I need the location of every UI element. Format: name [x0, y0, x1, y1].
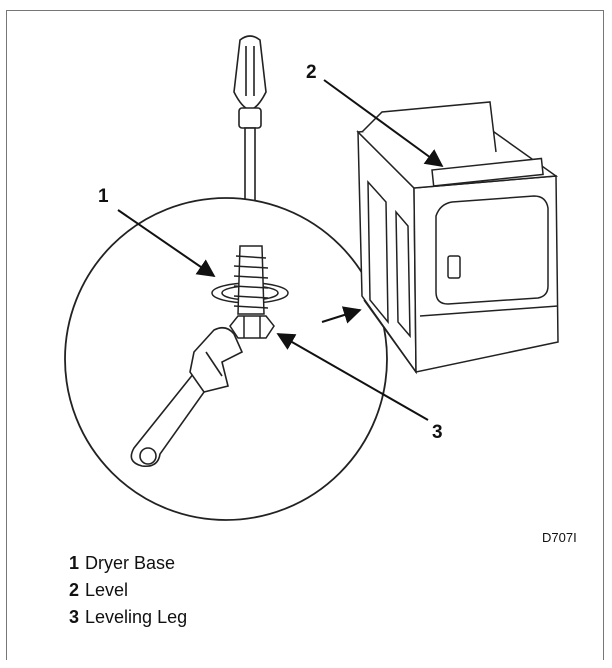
callout-3-number: 3 [432, 422, 443, 444]
legend: 1 Dryer Base 2 Level 3 Leveling Leg [69, 550, 187, 631]
legend-item: 3 Leveling Leg [69, 604, 187, 631]
legend-label: Level [85, 580, 128, 600]
legend-label: Leveling Leg [85, 607, 187, 627]
figure-code: D707I [542, 530, 577, 545]
dryer-icon [358, 102, 558, 372]
legend-item: 2 Level [69, 577, 187, 604]
screwdriver-icon [234, 36, 266, 222]
legend-label: Dryer Base [85, 553, 175, 573]
legend-number: 2 [69, 580, 79, 600]
legend-item: 1 Dryer Base [69, 550, 187, 577]
legend-number: 1 [69, 553, 79, 573]
callout-1-number: 1 [98, 186, 109, 208]
callout-2-number: 2 [306, 62, 317, 84]
legend-number: 3 [69, 607, 79, 627]
